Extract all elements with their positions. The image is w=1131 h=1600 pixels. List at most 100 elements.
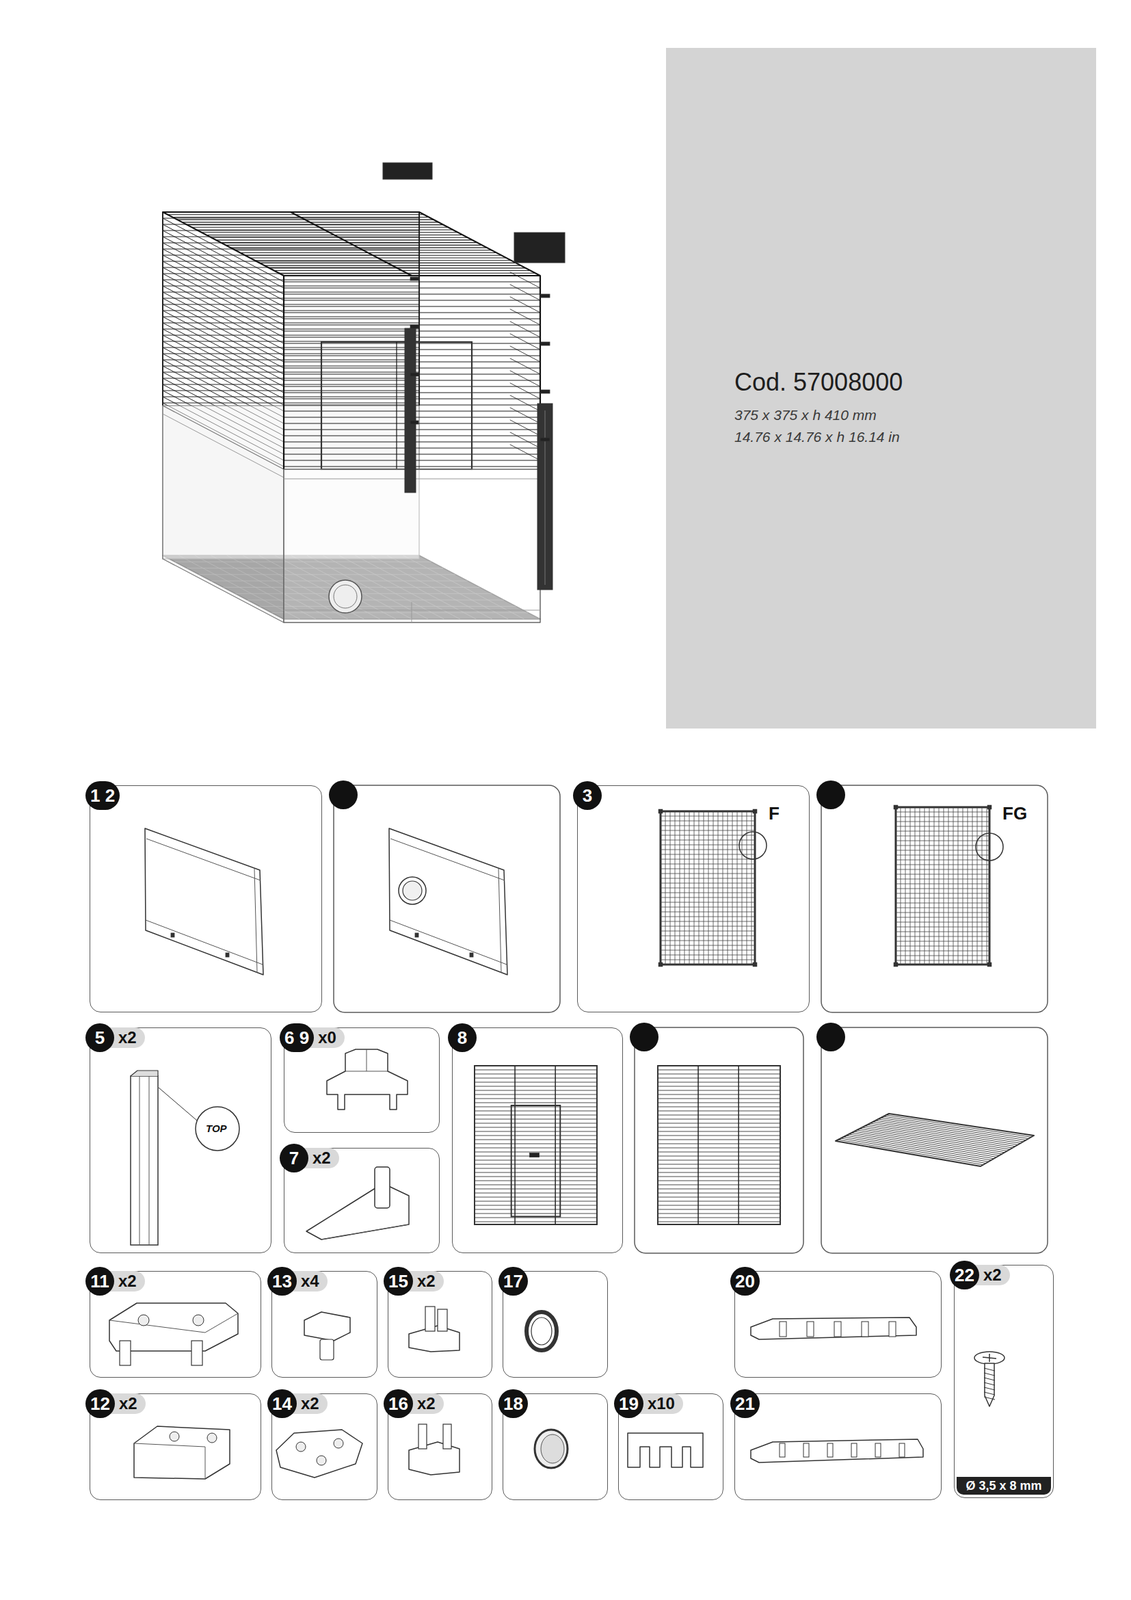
wire-line <box>929 806 930 965</box>
callout-number: 14 <box>267 1388 297 1418</box>
wire-line <box>657 1089 781 1091</box>
wire-line <box>856 1129 1002 1154</box>
wire-line <box>962 806 964 965</box>
wire-line <box>134 1442 206 1447</box>
wire-line <box>660 877 755 879</box>
wire-line <box>474 1159 597 1161</box>
wire-line <box>660 925 755 927</box>
wire-line <box>660 916 755 917</box>
callout-number: 1 2 <box>85 780 120 810</box>
part-header: 22x2 <box>949 1260 1054 1289</box>
part-drawing <box>425 1306 435 1331</box>
wire-line <box>395 341 397 470</box>
spacer <box>954 1288 1054 1477</box>
wire-line <box>873 1121 1019 1145</box>
wire-line <box>162 310 284 375</box>
part-drawing <box>974 1351 1005 1364</box>
wire-line <box>366 1048 368 1071</box>
wire-line <box>162 255 284 319</box>
blank-badge <box>816 1022 846 1051</box>
wire-line <box>510 432 541 448</box>
wire-line <box>510 407 541 424</box>
part-drawing <box>511 1105 561 1216</box>
wire-line <box>657 1151 781 1153</box>
part-drawing <box>320 1338 334 1360</box>
wire-line <box>660 820 755 822</box>
wire-line <box>657 1098 781 1099</box>
part-drawing <box>627 1432 703 1467</box>
callout-number: 6 9 <box>279 1022 314 1052</box>
wire-line <box>854 1131 1000 1155</box>
wire-line <box>474 1217 597 1218</box>
wire-line <box>657 1221 781 1222</box>
part-cell: 13x4 <box>271 1270 378 1378</box>
wire-line <box>657 1172 781 1173</box>
part-cell: 6 9x0 <box>283 1027 440 1133</box>
wire-line <box>474 1089 597 1091</box>
part-cell: 18 <box>502 1392 608 1500</box>
part-cell: 17 <box>502 1270 608 1378</box>
wire-line <box>870 1122 1016 1147</box>
wire-line <box>660 954 755 956</box>
wire-line <box>657 1213 781 1214</box>
part-header: 16x2 <box>383 1388 492 1418</box>
wire-line <box>895 878 990 880</box>
part-drawing <box>987 804 992 809</box>
part-cell <box>634 1027 804 1253</box>
wire-line <box>283 274 541 276</box>
wire-line <box>895 907 990 909</box>
wire-line <box>660 949 755 951</box>
part-drawing <box>984 1362 995 1406</box>
wire-line <box>474 1208 597 1210</box>
wire-line <box>859 1128 1005 1153</box>
wire-line <box>657 1131 781 1132</box>
wire-line <box>162 322 420 324</box>
wire-line <box>895 902 990 904</box>
wire-line <box>474 1106 597 1108</box>
wire-line <box>895 960 990 961</box>
callout-number: 15 <box>383 1266 414 1296</box>
part-cell: 15x2 <box>387 1270 493 1378</box>
wire-line <box>983 1391 995 1395</box>
part-header: 13x4 <box>267 1266 377 1296</box>
part-drawing <box>410 324 419 329</box>
wire-line <box>205 1312 238 1333</box>
part-drawing <box>875 1442 881 1457</box>
part-drawing <box>861 1321 869 1337</box>
wire-line <box>254 868 258 973</box>
wire-line <box>510 395 541 411</box>
wire-line <box>953 806 954 965</box>
wire-line <box>474 1196 597 1198</box>
wire-line <box>983 1396 995 1400</box>
wire-line <box>983 1367 995 1371</box>
wire-line <box>660 863 755 865</box>
wire-line <box>660 844 755 846</box>
wire-line <box>162 224 284 288</box>
wire-line <box>321 1223 409 1240</box>
wire-line <box>895 821 990 822</box>
wire-line <box>900 806 902 965</box>
part-drawing <box>779 1321 787 1337</box>
wire-line <box>389 919 507 965</box>
wire-line <box>283 311 541 313</box>
wire-line <box>886 1114 1032 1137</box>
part-drawing <box>328 579 362 613</box>
wire-line <box>895 945 990 947</box>
callout-number: 18 <box>498 1388 528 1418</box>
orientation-mark: TOP <box>205 1122 228 1134</box>
wire-line <box>474 1118 597 1120</box>
callout-number: 16 <box>383 1388 414 1418</box>
wire-line <box>162 316 284 381</box>
wire-line <box>660 935 755 937</box>
part-drawing <box>207 1432 217 1443</box>
part-header: 21 <box>730 1388 941 1418</box>
part-header: 7x2 <box>279 1143 439 1173</box>
part-drawing <box>404 328 416 493</box>
wire-line <box>986 806 988 965</box>
product-code: Cod. 57008000 <box>734 366 1083 399</box>
wire-line <box>283 299 541 301</box>
part-drawing <box>162 211 541 276</box>
wire-line <box>910 806 911 965</box>
part-drawing <box>321 341 472 470</box>
blank-badge <box>328 780 358 809</box>
